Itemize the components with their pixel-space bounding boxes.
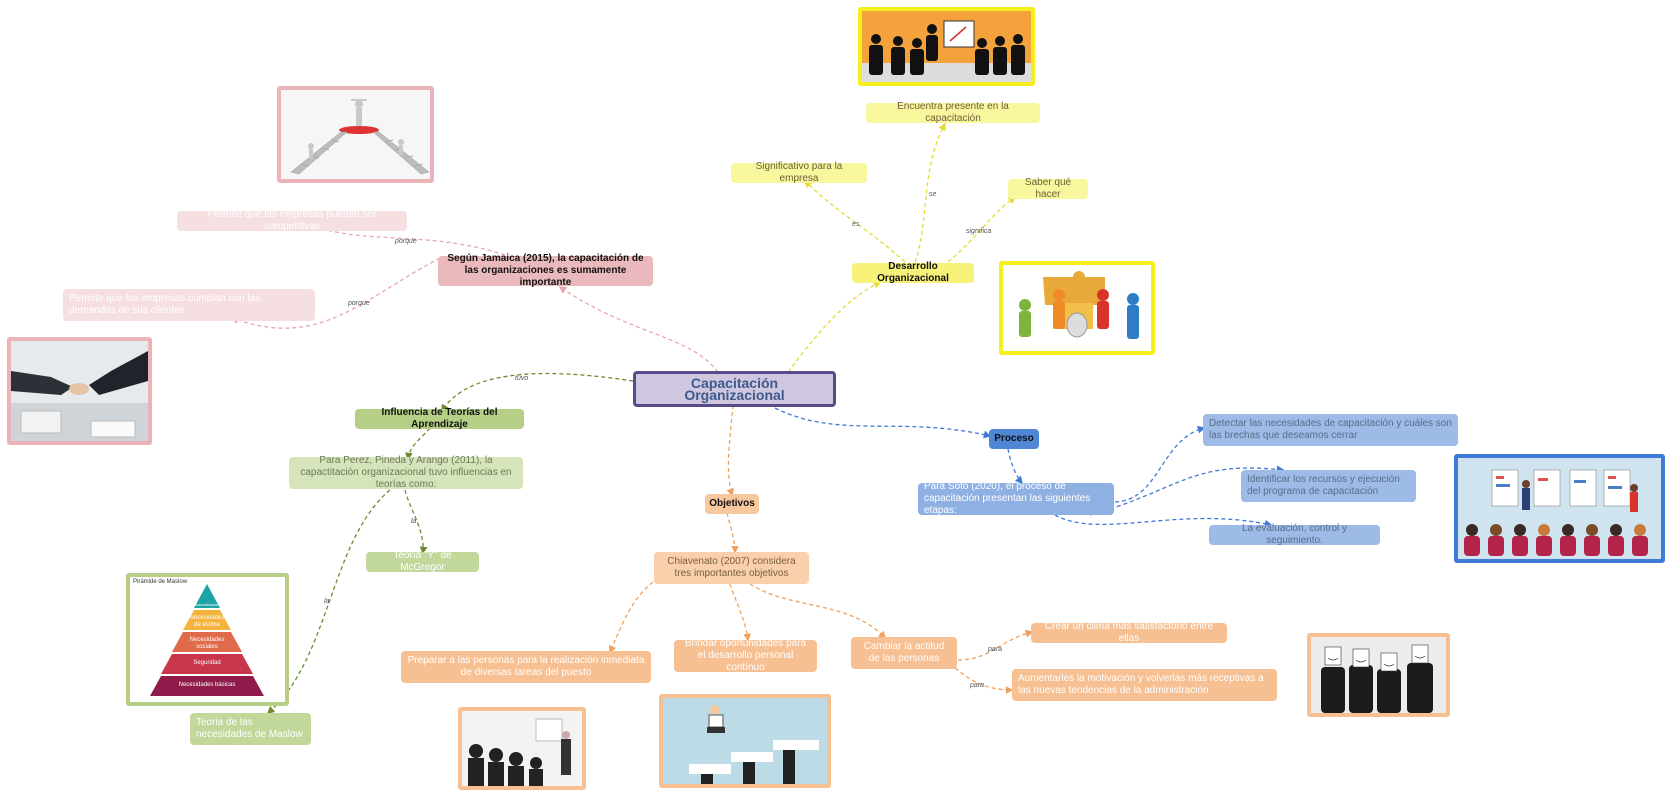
green-child2-node[interactable]: Teoria de las necesidades de Maslow bbox=[190, 713, 311, 745]
link-label-green1: la bbox=[411, 518, 417, 525]
connector-orange-child2 bbox=[729, 583, 752, 642]
growth-leap-image bbox=[659, 694, 831, 788]
blue-main-node[interactable]: Proceso bbox=[989, 429, 1039, 449]
connector-central-blue bbox=[774, 407, 992, 439]
maslow-level-4: Seguridad bbox=[193, 660, 221, 666]
red-child2-node[interactable]: Permite que las empresas cumplan con las… bbox=[63, 289, 315, 321]
connector-blue-child3 bbox=[1054, 514, 1273, 528]
meeting-presentation-image bbox=[858, 7, 1035, 86]
orange-child1-node[interactable]: Preparar a las personas para la realizac… bbox=[401, 651, 651, 683]
connector-central-yellow bbox=[787, 281, 882, 373]
central-topic[interactable]: Capacitación Organizacional bbox=[633, 371, 836, 407]
blue-sub-node[interactable]: Para Soto (2020), el proceso de capacita… bbox=[918, 481, 1114, 516]
training-room-image bbox=[458, 707, 586, 790]
puzzle-teamwork-image bbox=[999, 261, 1155, 355]
maslow-level-5: Necesidades básicas bbox=[178, 682, 236, 688]
smiley-masks-image bbox=[1307, 633, 1450, 717]
connector-blue-sub bbox=[1007, 448, 1024, 485]
connector-central-red bbox=[558, 286, 719, 373]
handshake-image bbox=[7, 337, 152, 445]
connector-yellow-child2 bbox=[914, 122, 946, 263]
maslow-pyramid-image: Pirámide de Maslow Autorealización Neces… bbox=[126, 573, 289, 706]
maslow-level-3: Necesidades sociales bbox=[189, 637, 225, 650]
blue-child1-node[interactable]: Detectar las necesidades de capacitación… bbox=[1203, 414, 1458, 446]
yellow-child1-node[interactable]: Significativo para la empresa bbox=[731, 161, 867, 184]
connector-orange-child3a bbox=[957, 629, 1034, 661]
maslow-level-2: Necesidades de estima bbox=[189, 615, 225, 628]
orange-child3a-node[interactable]: Crear un clima más satisfactorio entre e… bbox=[1031, 621, 1227, 644]
red-main-node[interactable]: Según Jamaica (2015), la capacitación de… bbox=[438, 253, 653, 288]
link-label-green-main: tuvo bbox=[515, 375, 528, 382]
link-label-red1: porque bbox=[394, 238, 417, 245]
connector-orange-child3 bbox=[749, 583, 887, 640]
yellow-main-node[interactable]: Desarrollo Organizacional bbox=[852, 261, 974, 284]
connector-orange-sub bbox=[726, 512, 739, 554]
orange-child3-node[interactable]: Cambiar la actitud de las personas bbox=[851, 637, 957, 669]
link-label-yellow1: es bbox=[852, 221, 860, 228]
orange-child3b-node[interactable]: Aumentarles la motivación y volverlas má… bbox=[1012, 669, 1277, 701]
green-child1-node[interactable]: Teoría "Y" de McGregor bbox=[366, 550, 479, 573]
connector-green-sub bbox=[405, 427, 431, 461]
link-label-orange1: para bbox=[987, 646, 1002, 653]
connector-blue-child2 bbox=[1089, 465, 1285, 516]
classroom-presentation-image bbox=[1454, 454, 1665, 563]
link-label-green2: la bbox=[324, 598, 330, 605]
connector-yellow-child3 bbox=[947, 196, 1017, 263]
orange-child2-node[interactable]: Brindar oportunidades para el desarrollo… bbox=[674, 638, 817, 673]
orange-main-node[interactable]: Objetivos bbox=[705, 494, 759, 514]
yellow-child2-node[interactable]: Encuentra presente en la capacitación bbox=[866, 101, 1040, 124]
link-label-yellow2: se bbox=[929, 191, 937, 198]
orange-sub-node[interactable]: Chiavenato (2007) considera tres importa… bbox=[654, 552, 809, 584]
maslow-level-1: Autorealización bbox=[195, 603, 219, 607]
link-label-orange2: para bbox=[969, 682, 984, 689]
link-label-red2: porque bbox=[347, 300, 370, 307]
connector-green-child1 bbox=[404, 489, 428, 555]
connector-central-green bbox=[441, 372, 634, 413]
red-child1-node[interactable]: Permite que las empresas puedan ser comp… bbox=[177, 209, 407, 232]
connector-orange-child3b bbox=[954, 667, 1014, 694]
connector-yellow-child1 bbox=[803, 179, 906, 263]
blue-child3-node[interactable]: La evaluación, control y seguimiento. bbox=[1209, 523, 1380, 546]
connector-orange-child1 bbox=[609, 581, 654, 654]
stairs-success-image bbox=[277, 86, 434, 183]
connector-central-orange bbox=[726, 404, 735, 497]
link-label-yellow3: significa bbox=[966, 228, 991, 235]
connector-blue-child1 bbox=[1114, 425, 1206, 503]
blue-child2-node[interactable]: Identificar los recursos y ejecución del… bbox=[1241, 470, 1416, 502]
yellow-child3-node[interactable]: Saber qué hacer bbox=[1008, 177, 1088, 200]
green-sub-node[interactable]: Para Perez, Pineda y Arango (2011), la c… bbox=[289, 455, 523, 490]
green-main-node[interactable]: Influencia de Teorías del Aprendizaje bbox=[355, 407, 524, 430]
maslow-title: Pirámide de Maslow bbox=[133, 579, 188, 585]
